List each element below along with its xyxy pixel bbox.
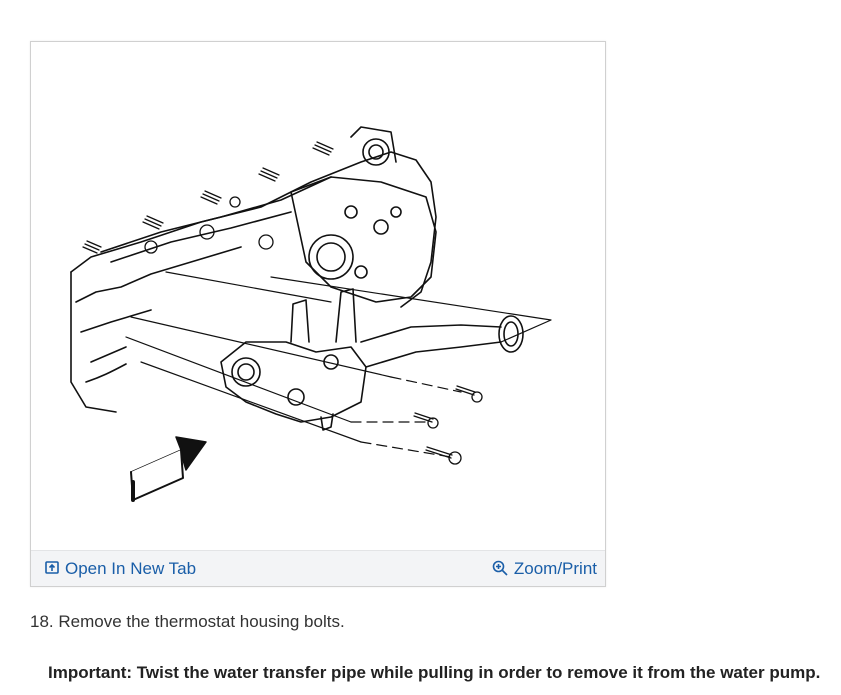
zoom-in-icon (492, 560, 508, 576)
important-note: Important: Twist the water transfer pipe… (48, 663, 821, 682)
step-instruction: 18. Remove the thermostat housing bolts. (30, 612, 345, 631)
zoom-print-label: Zoom/Print (513, 559, 597, 578)
open-in-new-tab-label: Open In New Tab (65, 559, 197, 578)
figure-container: Open In New Tab Zoom/Print (30, 41, 606, 587)
figure-toolbar: Open In New Tab Zoom/Print (31, 550, 605, 586)
open-in-new-tab-icon (45, 561, 59, 574)
thermostat-housing-diagram (70, 126, 552, 502)
open-in-new-tab-link[interactable]: Open In New Tab (45, 551, 196, 586)
zoom-print-link[interactable]: Zoom/Print (492, 551, 597, 586)
